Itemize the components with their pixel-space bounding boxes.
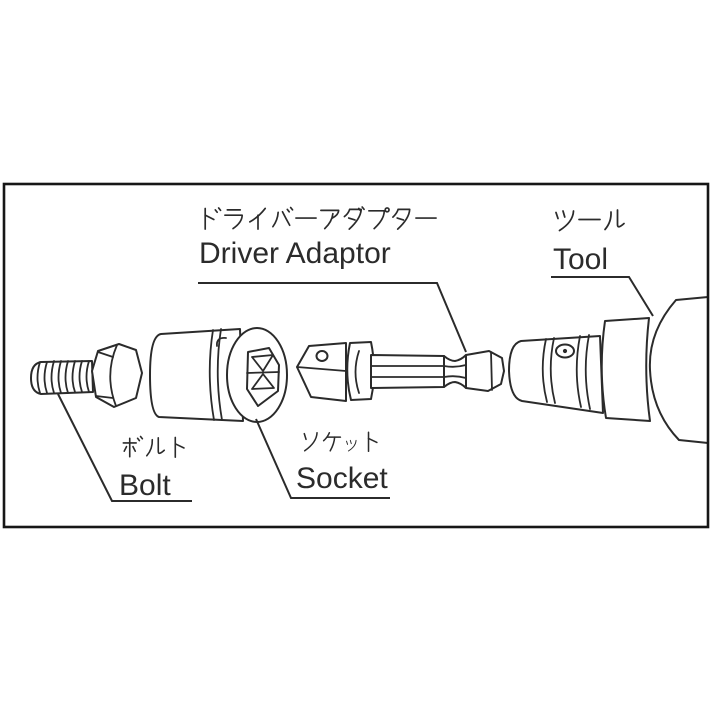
- label-tool-ja: [555, 209, 625, 232]
- label-driver-adaptor-ja: [204, 206, 437, 230]
- tool-callout-line: [551, 276, 654, 317]
- driver-adaptor-callout-line: [198, 282, 467, 353]
- label-socket-en: Socket: [296, 462, 388, 495]
- tool-drawing: [508, 296, 709, 444]
- bolt-drawing: [30, 343, 143, 408]
- socket-callout-line: [255, 418, 390, 499]
- frame-border: [2, 182, 710, 529]
- bolt-callout-line: [57, 393, 192, 502]
- label-socket-ja: [303, 431, 378, 453]
- label-bolt-en: Bolt: [119, 469, 171, 502]
- label-tool-en: Tool: [553, 243, 608, 276]
- driver-adaptor-drawing: [296, 341, 505, 402]
- socket-drawing: [149, 327, 288, 423]
- label-driver-adaptor-en: Driver Adaptor: [199, 237, 391, 270]
- label-bolt-ja: [122, 435, 185, 458]
